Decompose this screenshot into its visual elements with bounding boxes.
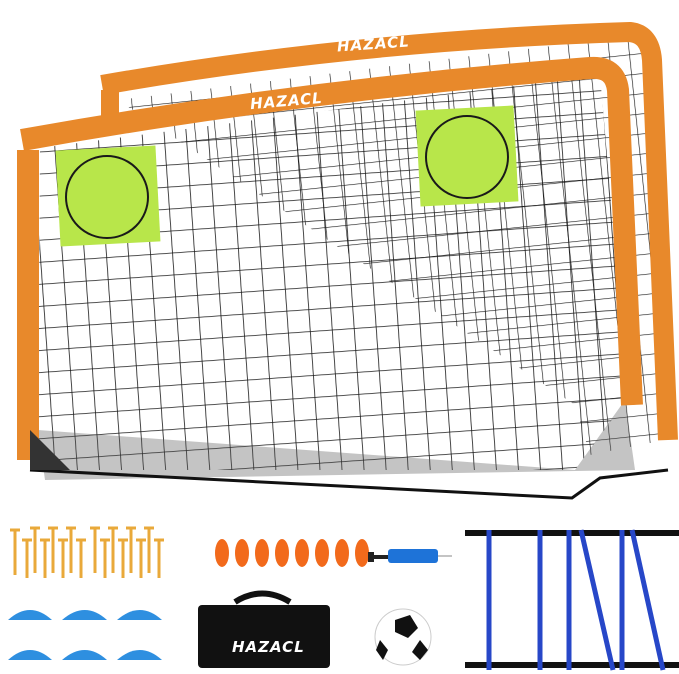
soccer-ball	[374, 608, 432, 666]
agility-ladder	[465, 529, 679, 671]
ball-pump	[368, 549, 452, 563]
training-cones	[8, 610, 162, 660]
carry-bag	[198, 590, 330, 668]
ground-stakes	[10, 526, 164, 578]
guy-ropes	[215, 539, 369, 567]
front-goal	[17, 56, 669, 500]
bag-brand: HAZACL	[232, 638, 305, 656]
